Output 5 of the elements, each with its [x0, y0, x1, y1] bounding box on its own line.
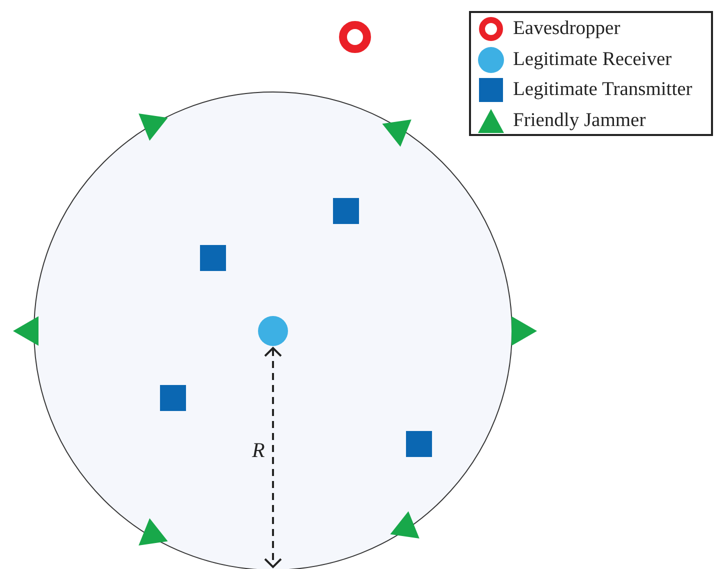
- legend-label: Friendly Jammer: [513, 110, 646, 132]
- legend-label: Legitimate Transmitter: [513, 79, 692, 101]
- legend-label: Legitimate Receiver: [513, 48, 672, 70]
- dimension-label: R: [252, 438, 265, 463]
- legend-label: Eavesdropper: [513, 18, 620, 40]
